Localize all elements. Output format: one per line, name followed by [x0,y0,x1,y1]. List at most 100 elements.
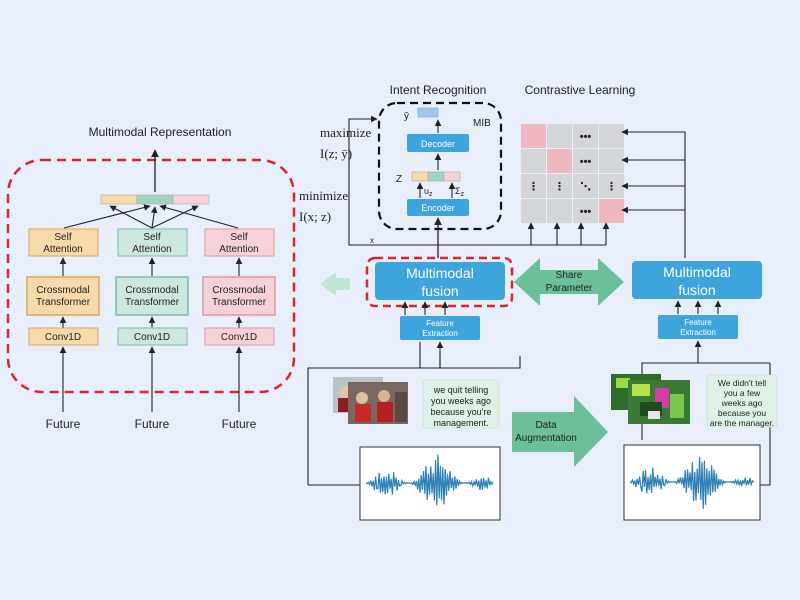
left-flow-arrow [320,272,350,296]
matrix-ellipsis: ••• [580,131,592,143]
conv1d-label: Conv1D [134,332,170,343]
encoder-block [407,199,469,216]
self-attention-label: Self [143,232,160,243]
mib-label: MIB [473,118,491,129]
conv1d-label: Conv1D [45,332,81,343]
conv1d-block [117,327,188,346]
matrix-cell [547,199,572,223]
feature-extraction-label: Feature [426,319,454,328]
waveform-path [365,454,494,506]
share-parameter-label: Share [556,270,583,281]
feature-extraction-right [658,315,738,339]
future-input-label: Future [46,417,81,431]
matrix-cell [573,199,598,223]
feature-extraction-label: Extraction [422,329,458,338]
multimodal-fusion-right [632,261,762,299]
crossmodal-transformer-label: Transformer [212,297,267,308]
feature-extraction-label: Extraction [680,328,716,337]
matrix-ellipsis: ••• [580,156,592,168]
transcript-line: we quit telling [433,385,489,395]
matrix-cell [521,149,546,173]
matrix-cell [599,124,624,148]
conv1d-block [28,327,99,346]
y-bar-label: ȳ [404,111,409,122]
maximize-label: maximize [320,125,371,140]
self-attention-block [117,228,188,257]
modality-column-2: Self Attention Crossmodal Transformer Co… [115,228,189,431]
matrix-cell [521,124,546,148]
self-attention-label: Attention [43,244,82,255]
transcript-line: because you're [431,407,492,417]
transcript-augmented [706,374,778,428]
maximize-expression: I(z; ȳ) [320,146,352,161]
fusion-dashed-box [365,256,514,308]
fusion-label: fusion [678,282,715,298]
self-attention-block [28,228,99,257]
fusion-label: Multimodal [663,264,731,280]
matrix-ellipsis: ⋮ [606,181,617,193]
fusion-label: fusion [421,283,458,299]
self-attention-label: Attention [219,244,258,255]
matrix-ellipsis: ••• [580,206,592,218]
video-frames-augmented [611,374,690,424]
conv1d-block [204,327,275,346]
matrix-ellipsis: ⋱ [580,181,591,193]
intent-dashed-box [377,101,503,231]
matrix-cell [547,149,572,173]
attention-to-bar-arrows [63,204,239,229]
crossmodal-transformer-label: Transformer [125,297,180,308]
data-augmentation-arrow [512,396,608,467]
multimodal-representation-title: Multimodal Representation [89,125,232,139]
contrastive-learning-title: Contrastive Learning [525,83,636,97]
decoder-block [407,134,469,152]
feature-extraction-label: Feature [684,318,712,327]
fusion-label: Multimodal [406,265,474,281]
transcript-line: management. [433,418,488,428]
feature-extraction-left [400,316,480,340]
self-attention-block [204,228,275,257]
crossmodal-transformer-block [26,276,100,316]
transcript-line: are the manager. [710,418,774,428]
future-input-label: Future [222,417,257,431]
matrix-cell [547,124,572,148]
decoder-label: Decoder [421,139,455,149]
transcript-line: weeks ago [721,398,763,408]
x-label: x [370,236,374,245]
waveform-path [629,457,755,509]
matrix-ellipsis: ⋮ [528,181,539,193]
modality-column-1: Self Attention Crossmodal Transformer Co… [26,228,100,431]
matrix-ellipsis: ⋮ [554,181,565,193]
data-augmentation-label: Data [535,420,557,431]
crossmodal-transformer-label: Crossmodal [36,285,89,296]
modality-column-3: Self Attention Crossmodal Transformer Co… [202,228,276,431]
matrix-cell [599,174,624,198]
matrix-cell [573,174,598,198]
intent-recognition-title: Intent Recognition [390,83,487,97]
matrix-cell [547,174,572,198]
prediction-token [417,107,439,118]
crossmodal-transformer-label: Transformer [36,297,91,308]
share-parameter-label: Parameter [546,283,593,294]
representation-dashed-box [6,158,296,394]
video-frames-original [333,377,408,424]
transcript-original [422,379,500,429]
self-attention-label: Self [230,232,247,243]
matrix-cell [521,199,546,223]
share-parameter-arrow [514,258,624,306]
matrix-cell [573,124,598,148]
latent-z-bar [411,171,461,182]
matrix-cell [599,149,624,173]
matrix-cell [573,149,598,173]
crossmodal-transformer-label: Crossmodal [125,285,178,296]
crossmodal-transformer-block [202,276,276,316]
matrix-cell [521,174,546,198]
multimodal-fusion-left [375,262,505,300]
self-attention-label: Attention [132,244,171,255]
mu-label: uz [424,186,433,198]
encoder-label: Encoder [421,203,455,213]
transcript-line: We didn't tell [718,378,766,388]
conv1d-label: Conv1D [221,332,257,343]
similarity-matrix: ••• ••• ⋮ ⋮ ⋱ ⋮ ••• [521,124,624,223]
transcript-line: you weeks ago [431,396,491,406]
matrix-cell [599,199,624,223]
